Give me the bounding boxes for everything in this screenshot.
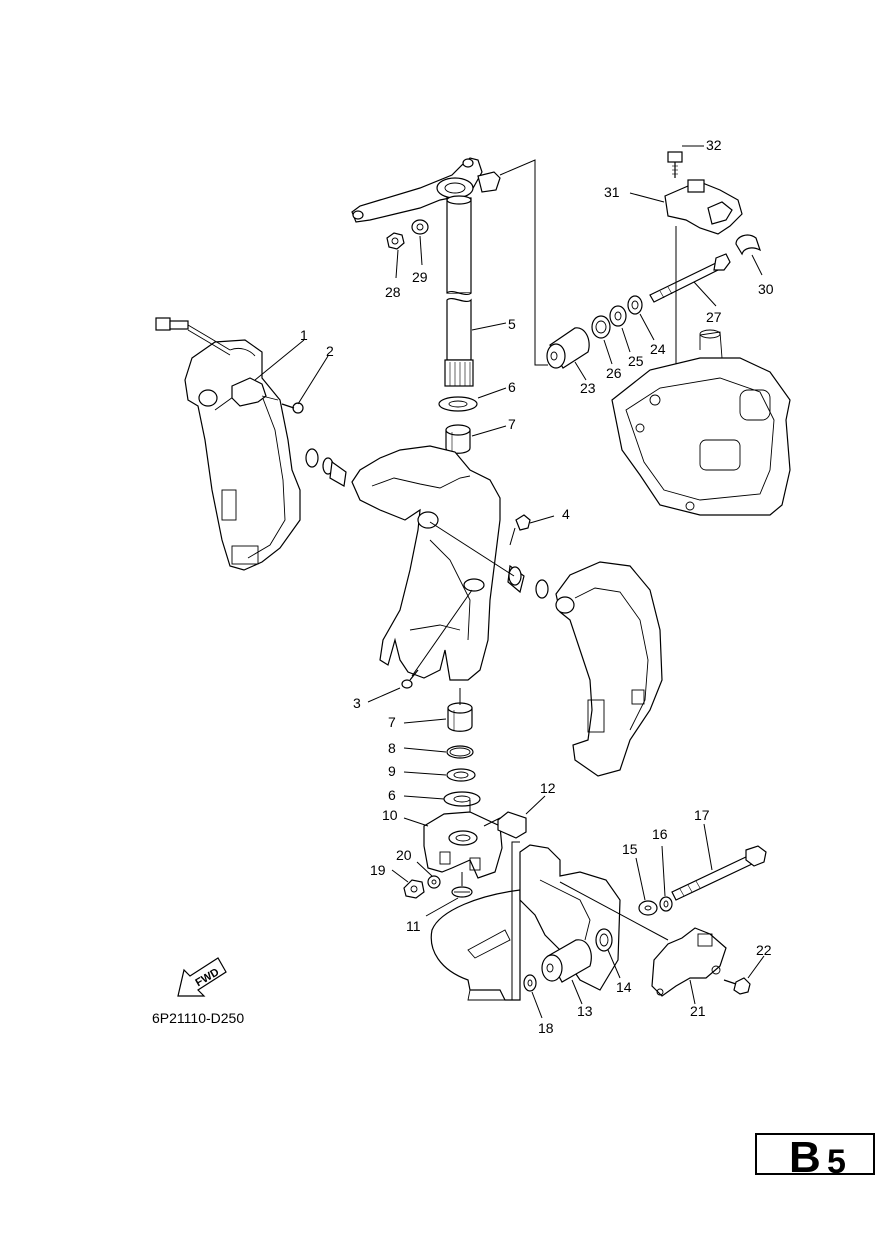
part-label-7a: 7 [508, 416, 516, 432]
fwd-text: FWD [194, 966, 222, 989]
bolt-22 [723, 977, 751, 995]
clip-11 [451, 886, 473, 898]
part-label-18: 18 [538, 1020, 554, 1036]
part-label-10: 10 [382, 807, 398, 823]
part-label-8: 8 [388, 740, 396, 756]
part-label-32: 32 [706, 137, 722, 153]
upper-mount-bracket-31 [664, 179, 743, 235]
trim-sensor-1 [231, 377, 279, 407]
part-label-12: 12 [540, 780, 556, 796]
leader-line [499, 159, 548, 366]
lower-mount-bracket-10 [423, 811, 503, 879]
washer-16 [659, 896, 673, 912]
upper-casing [611, 329, 791, 516]
diagram-code: 6P21110-D250 [152, 1010, 244, 1026]
bolt-32 [667, 151, 683, 178]
washer-6-upper [438, 396, 478, 412]
part-label-2: 2 [326, 343, 334, 359]
part-label-11: 11 [406, 918, 421, 934]
o-ring-8 [446, 745, 474, 759]
fwd-arrow-icon: FWD [177, 957, 227, 997]
nut-28 [386, 232, 405, 250]
part-label-15: 15 [622, 841, 638, 857]
part-label-4: 4 [562, 506, 570, 522]
steering-shaft [444, 195, 474, 387]
page-number: 5 [827, 1143, 846, 1181]
part-label-6a: 6 [508, 379, 516, 395]
part-label-6b: 6 [388, 787, 396, 803]
part-label-3: 3 [353, 695, 361, 711]
swivel-bracket [351, 445, 501, 681]
part-label-13: 13 [577, 1003, 593, 1019]
washer-24 [627, 295, 643, 315]
washer-29 [411, 219, 429, 235]
screw-3 [401, 669, 419, 689]
part-label-7b: 7 [388, 714, 396, 730]
part-label-21: 21 [690, 1003, 706, 1019]
wire-connector [155, 317, 231, 356]
part-label-27: 27 [706, 309, 722, 325]
washer-18 [523, 974, 537, 992]
bolt-27 [649, 253, 731, 303]
page-section: B [789, 1133, 821, 1182]
mount-rubber-23 [546, 327, 590, 369]
part-label-1: 1 [300, 327, 308, 343]
part-label-25: 25 [628, 353, 644, 369]
part-label-17: 17 [694, 807, 710, 823]
screw-2 [281, 402, 304, 414]
leader-line [511, 841, 520, 1001]
bolt-17 [671, 845, 767, 901]
bushing-right [507, 564, 549, 599]
part-labels: 1 2 3 4 5 6 7 7 8 9 6 10 11 12 13 14 15 … [300, 137, 774, 1036]
nut-4 [515, 514, 531, 531]
mount-rubber-13 [541, 939, 592, 983]
part-label-23: 23 [580, 380, 596, 396]
washer-14 [595, 928, 613, 952]
washer-9 [446, 768, 476, 782]
washer-25 [609, 305, 627, 327]
part-label-24: 24 [650, 341, 666, 357]
part-label-16: 16 [652, 826, 668, 842]
washer-6-lower [443, 791, 481, 807]
washer-15 [638, 900, 658, 916]
washer-26 [591, 315, 611, 339]
part-label-20: 20 [396, 847, 412, 863]
clamp-bracket-right [555, 561, 663, 777]
stay-21 [651, 927, 727, 997]
steering-arm [351, 157, 501, 223]
page-badge: B 5 [755, 1133, 875, 1182]
part-label-28: 28 [385, 284, 401, 300]
part-label-31: 31 [604, 184, 620, 200]
bushing-7-upper [445, 424, 471, 454]
nut-19 [403, 879, 425, 899]
part-label-5: 5 [508, 316, 516, 332]
part-label-30: 30 [758, 281, 774, 297]
clamp-bracket-left [184, 339, 301, 571]
bushing-left [305, 448, 347, 487]
plate-12 [497, 811, 527, 839]
bush-30 [735, 234, 762, 256]
bushing-7-lower [447, 702, 473, 732]
part-label-22: 22 [756, 942, 772, 958]
part-label-14: 14 [616, 979, 632, 995]
part-label-19: 19 [370, 862, 386, 878]
part-label-9: 9 [388, 763, 396, 779]
washer-20 [427, 875, 441, 889]
part-label-29: 29 [412, 269, 428, 285]
part-label-26: 26 [606, 365, 622, 381]
